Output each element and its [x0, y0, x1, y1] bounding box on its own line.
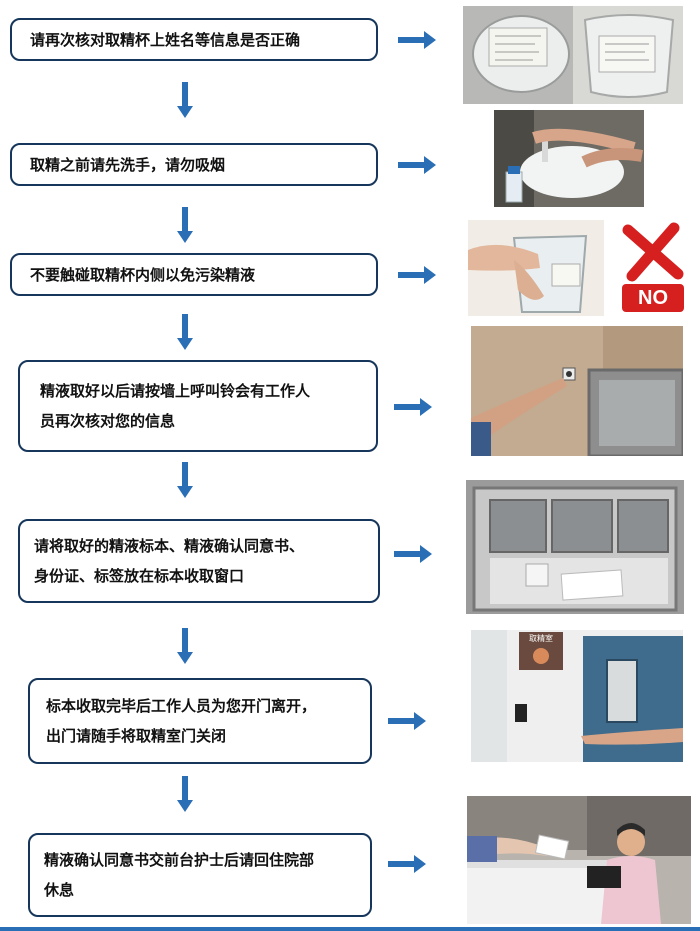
step-3-text: 不要触碰取精杯内侧以免污染精液 [30, 265, 256, 284]
step-5-line-2: 身份证、标签放在标本收取窗口 [34, 567, 245, 585]
down-arrow-icon [177, 314, 193, 350]
step-7-line-1: 精液确认同意书交前台护士后请回住院部 [44, 851, 315, 869]
down-arrow-icon [177, 462, 193, 498]
step-6-line-1: 标本收取完毕后工作人员为您开门离开， [46, 697, 317, 715]
right-arrow-icon [394, 545, 432, 563]
step-6-line-2: 出门请随手将取精室门关闭 [46, 727, 227, 745]
cup-touch-photo [468, 220, 604, 316]
step-1-text: 请再次核对取精杯上姓名等信息是否正确 [30, 30, 301, 49]
step-2-box: 取精之前请先洗手，请勿吸烟 [10, 143, 378, 186]
step-2-text: 取精之前请先洗手，请勿吸烟 [30, 155, 226, 174]
room-sign-label: 取精室 [529, 634, 553, 643]
front-desk-photo [467, 796, 691, 924]
down-arrow-icon [177, 628, 193, 664]
right-arrow-icon [394, 398, 432, 416]
step-4-box: 精液取好以后请按墙上呼叫铃会有工作人 员再次核对您的信息 [18, 360, 378, 452]
step-7-line-2: 休息 [44, 881, 75, 899]
hand-washing-photo [494, 110, 644, 207]
step-7-box: 精液确认同意书交前台护士后请回住院部 休息 [28, 833, 372, 917]
step-4-line-1: 精液取好以后请按墙上呼叫铃会有工作人 [40, 382, 311, 400]
red-x-icon [622, 222, 684, 282]
step-5-line-1: 请将取好的精液标本、精液确认同意书、 [34, 537, 305, 555]
bottom-divider [0, 927, 700, 931]
step-4-line-2: 员再次核对您的信息 [40, 412, 176, 430]
right-arrow-icon [398, 156, 436, 174]
right-arrow-icon [388, 712, 426, 730]
no-badge: NO [622, 284, 684, 312]
down-arrow-icon [177, 82, 193, 118]
no-sign: NO [618, 222, 688, 316]
right-arrow-icon [398, 31, 436, 49]
specimen-cups-photo [463, 6, 683, 104]
down-arrow-icon [177, 207, 193, 243]
right-arrow-icon [388, 855, 426, 873]
step-5-box: 请将取好的精液标本、精液确认同意书、 身份证、标签放在标本收取窗口 [18, 519, 380, 603]
step-1-box: 请再次核对取精杯上姓名等信息是否正确 [10, 18, 378, 61]
step-3-box: 不要触碰取精杯内侧以免污染精液 [10, 253, 378, 296]
right-arrow-icon [398, 266, 436, 284]
call-bell-photo [471, 326, 683, 456]
specimen-window-photo [466, 480, 684, 614]
no-label: NO [638, 287, 668, 309]
down-arrow-icon [177, 776, 193, 812]
collection-room-door-photo: 取精室 [471, 630, 683, 762]
step-6-box: 标本收取完毕后工作人员为您开门离开， 出门请随手将取精室门关闭 [28, 678, 372, 764]
